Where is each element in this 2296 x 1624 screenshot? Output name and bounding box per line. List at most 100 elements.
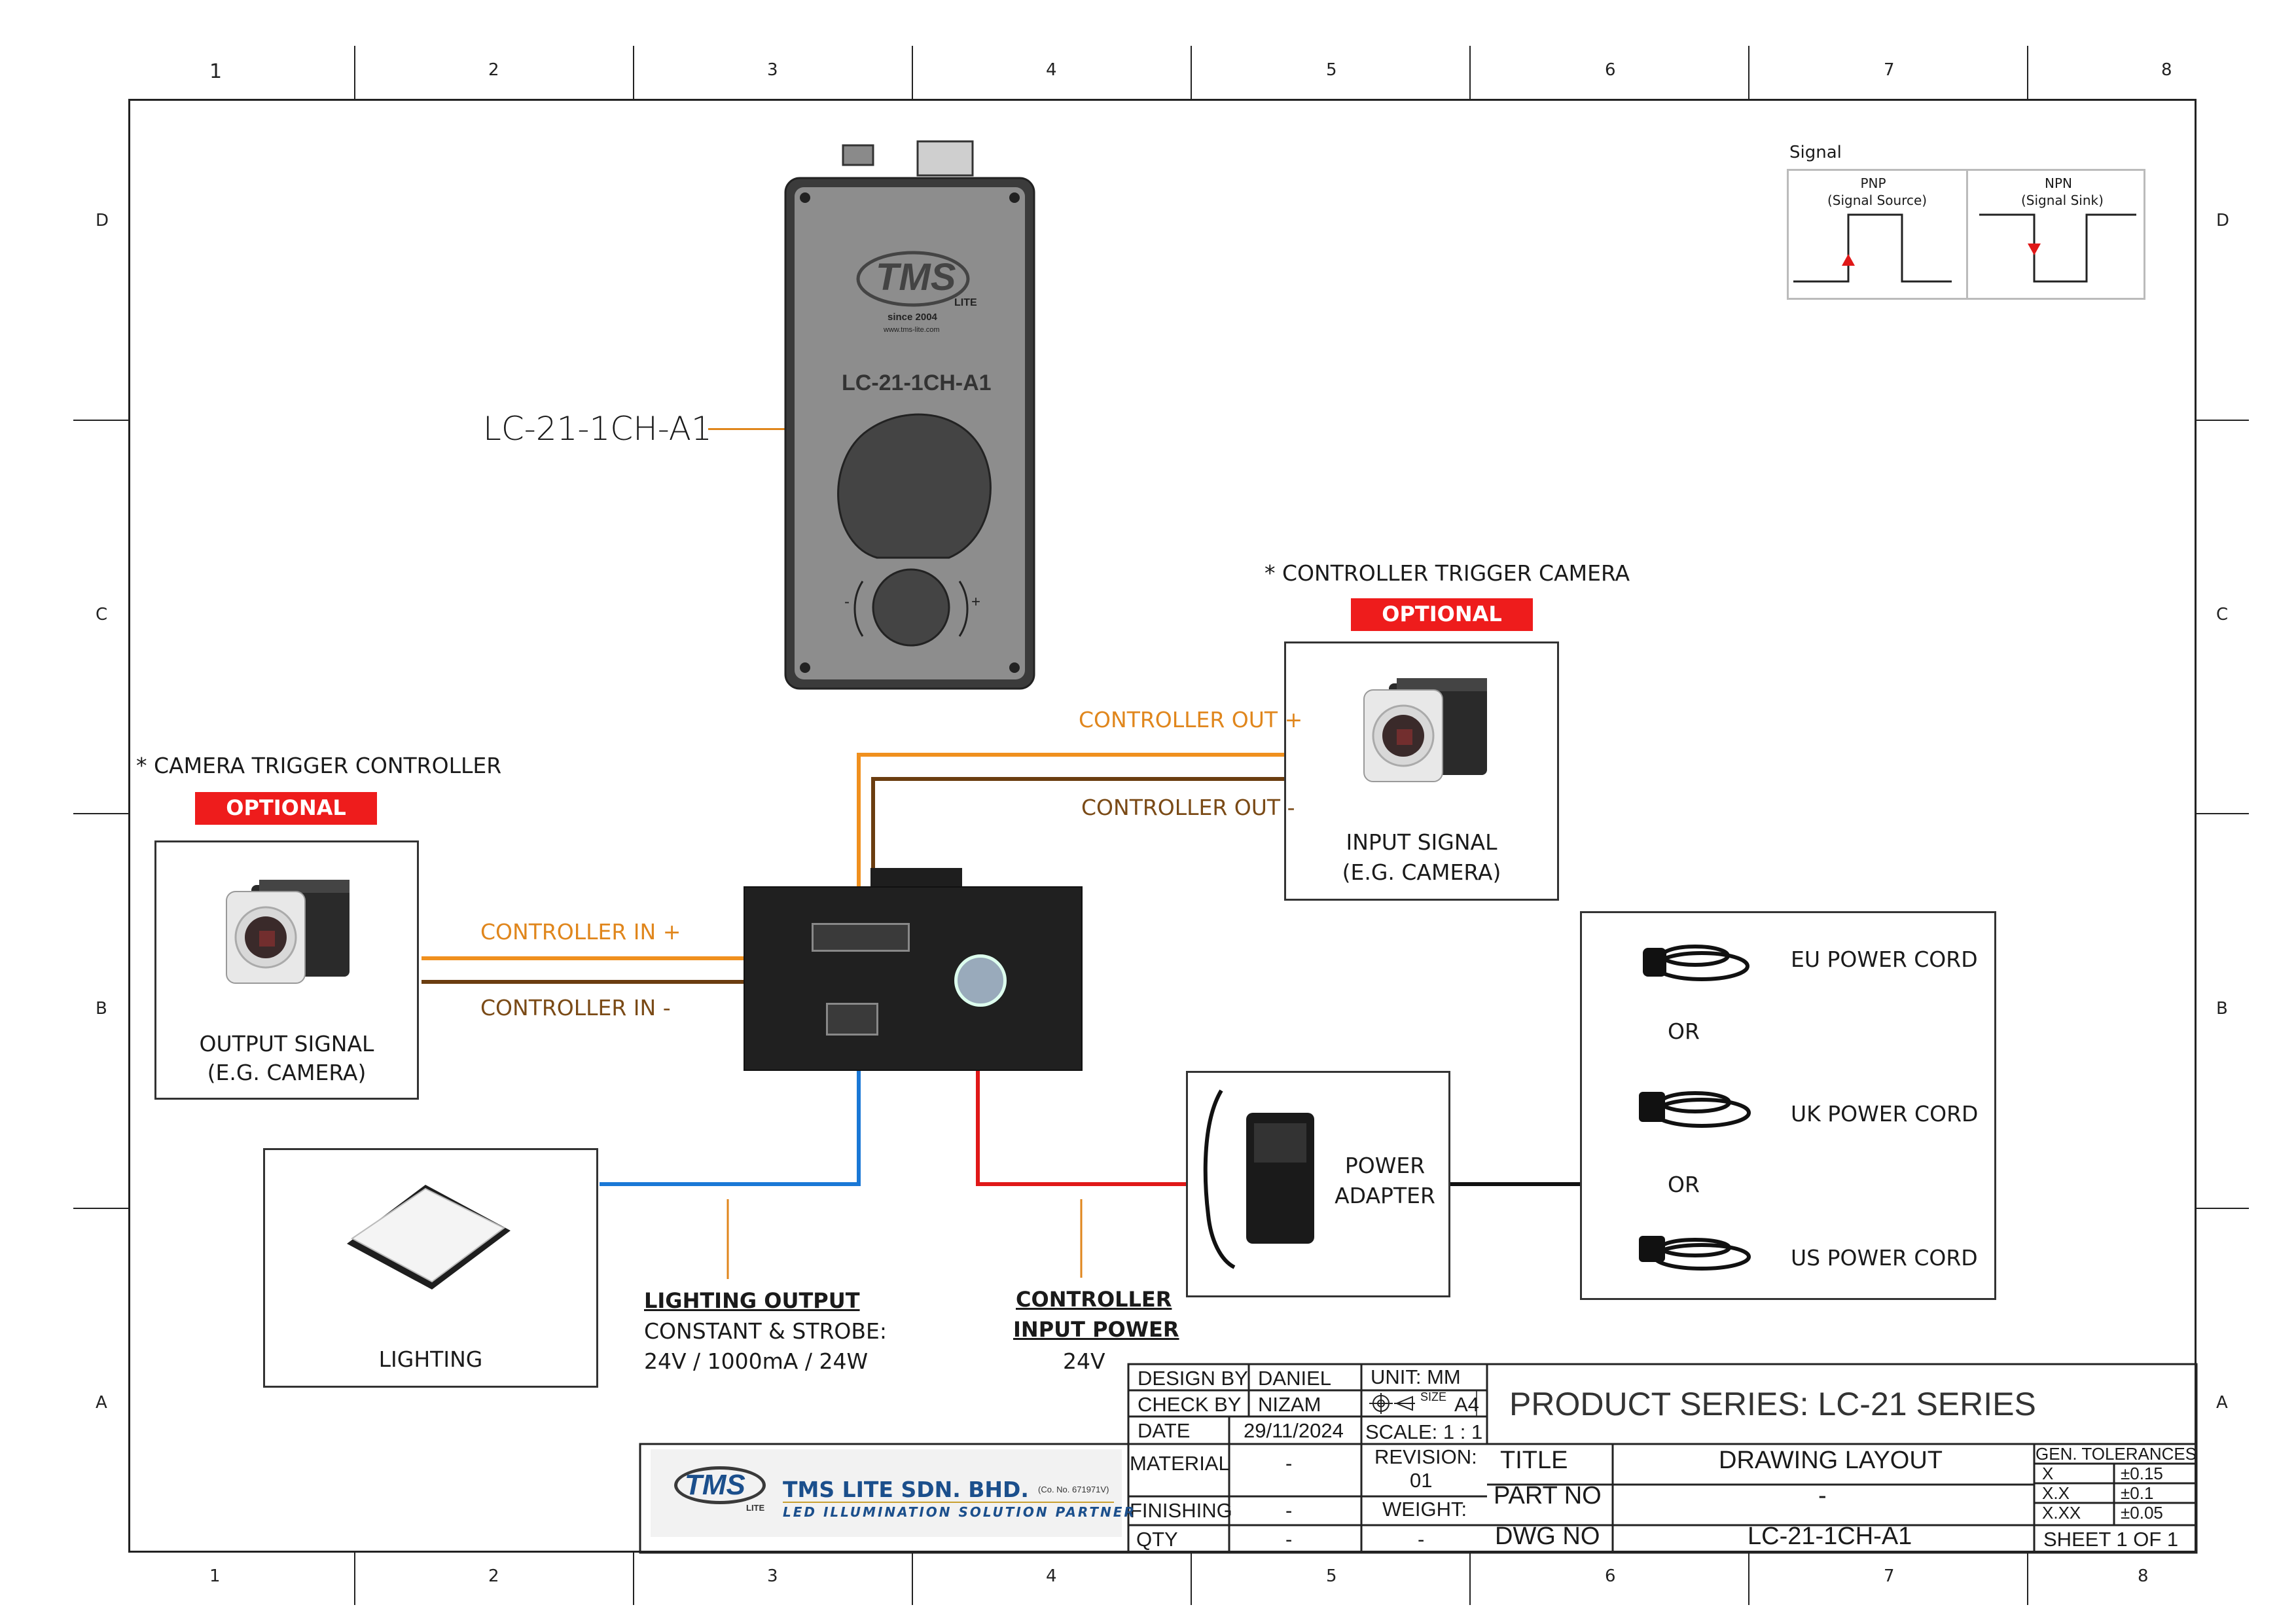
controller-in-minus-label: CONTROLLER IN - <box>480 995 671 1020</box>
tolerance-key-0: X <box>2042 1464 2054 1483</box>
col-label-bottom-6: 6 <box>1605 1566 1616 1586</box>
dwg-no-value: LC-21-1CH-A1 <box>1748 1523 1912 1550</box>
tolerance-value-0: ±0.15 <box>2121 1464 2163 1483</box>
gen-tolerances-label: GEN. TOLERANCES <box>2036 1444 2197 1464</box>
part-no-value: - <box>1818 1482 1827 1509</box>
us-power-cord-label: US POWER CORD <box>1791 1245 1978 1271</box>
pnp-waveform <box>1793 213 1952 283</box>
date-label: DATE <box>1138 1419 1191 1442</box>
top-connector-round <box>842 144 874 166</box>
front-logo: TMS <box>876 256 956 298</box>
power-adapter-icon <box>1203 1089 1314 1269</box>
signal-legend-title: Signal <box>1789 143 1842 162</box>
power-jack <box>954 954 1007 1007</box>
col-label-top-7: 7 <box>1884 60 1895 80</box>
input-power-title-2: INPUT POWER <box>1013 1317 1179 1342</box>
lighting-output-line2: 24V / 1000mA / 24W <box>644 1348 869 1374</box>
company-tagline: LED ILLUMINATION SOLUTION PARTNER <box>783 1504 1136 1520</box>
date-value: 29/11/2024 <box>1244 1419 1344 1442</box>
wire-controller-out-plus <box>857 753 1287 937</box>
input-camera-caption-1: INPUT SIGNAL <box>1346 829 1498 855</box>
lighting-output-title: LIGHTING OUTPUT <box>644 1288 860 1313</box>
qty-label: QTY <box>1136 1528 1178 1551</box>
revision-label: REVISION: <box>1374 1445 1477 1468</box>
col-label-top-1: 1 <box>209 60 223 83</box>
uk-plug-icon <box>1639 1092 1665 1122</box>
front-since: since 2004 <box>888 312 937 323</box>
top-connector-plug <box>916 140 974 177</box>
front-model: LC-21-1CH-A1 <box>842 370 992 395</box>
material-value: - <box>1285 1452 1293 1475</box>
input-power-value: 24V <box>1063 1348 1105 1374</box>
weight-label: WEIGHT: <box>1382 1498 1467 1521</box>
controller-trigger-camera-note: * CONTROLLER TRIGGER CAMERA <box>1265 560 1630 586</box>
npn-label: NPN <box>2045 175 2072 191</box>
col-label-bottom-3: 3 <box>767 1566 778 1586</box>
finishing-label: FINISHING <box>1130 1499 1232 1522</box>
controller-out-minus-label: CONTROLLER OUT - <box>1081 795 1295 820</box>
weight-value: - <box>1418 1528 1425 1551</box>
wire-lighting-output <box>600 1028 861 1186</box>
power-adapter-box <box>1186 1071 1450 1297</box>
company-name: TMS LITE SDN. BHD. <box>783 1477 1029 1502</box>
lighting-output-line1: CONSTANT & STROBE: <box>644 1318 887 1344</box>
camera-icon <box>226 880 350 984</box>
controller-model-leader <box>708 428 787 430</box>
or-label-1: OR <box>1668 1019 1700 1044</box>
col-label-bottom-4: 4 <box>1046 1566 1057 1586</box>
row-label-right-d: D <box>2216 211 2230 230</box>
col-label-bottom-5: 5 <box>1326 1566 1337 1586</box>
col-label-top-2: 2 <box>488 60 499 80</box>
signal-waveforms <box>1793 213 2136 283</box>
pnp-label: PNP <box>1860 175 1886 191</box>
eu-plug-icon <box>1643 948 1666 977</box>
row-label-left-c: C <box>96 605 108 624</box>
size-value: A4 <box>1454 1393 1479 1416</box>
optional-badge-right: OPTIONAL <box>1351 598 1533 631</box>
knob-plus: + <box>971 593 981 611</box>
lighting-caption: LIGHTING <box>378 1346 483 1372</box>
col-label-top-4: 4 <box>1046 60 1057 80</box>
tolerance-value-1: ±0.1 <box>2121 1483 2154 1503</box>
sheet-value: SHEET 1 OF 1 <box>2043 1528 2179 1551</box>
projection-symbol-icon <box>1369 1393 1415 1414</box>
front-logo-sub: LITE <box>954 297 977 308</box>
design-by-label: DESIGN BY <box>1138 1367 1248 1390</box>
controller-enclosure <box>784 140 1035 690</box>
scale-value: SCALE: 1 : 1 <box>1365 1420 1483 1443</box>
controller-top-body <box>744 886 1083 1071</box>
col-label-bottom-2: 2 <box>488 1566 499 1586</box>
signal-connector <box>812 923 910 952</box>
us-plug-icon <box>1639 1236 1665 1262</box>
company-underline <box>783 1502 1114 1503</box>
finishing-value: - <box>1285 1499 1293 1522</box>
title-value: DRAWING LAYOUT <box>1719 1447 1943 1474</box>
check-by-label: CHECK BY <box>1138 1393 1242 1416</box>
col-label-top-5: 5 <box>1326 60 1337 80</box>
title-label: TITLE <box>1500 1447 1568 1474</box>
controller-model-label: LC-21-1CH-A1 <box>483 410 712 448</box>
unit-value: UNIT: MM <box>1371 1365 1461 1388</box>
company-logo-ring-icon <box>674 1466 766 1504</box>
company-logo: TMS <box>685 1469 745 1501</box>
lighting-connector <box>826 1003 878 1036</box>
revision-value: 01 <box>1410 1469 1433 1492</box>
size-label: SIZE <box>1420 1390 1447 1403</box>
check-by-value: NIZAM <box>1258 1393 1321 1416</box>
col-label-top-3: 3 <box>767 60 778 80</box>
qty-value: - <box>1285 1528 1293 1551</box>
uk-power-cord-label: UK POWER CORD <box>1791 1101 1979 1127</box>
pnp-sublabel: (Signal Source) <box>1827 192 1928 208</box>
col-label-top-6: 6 <box>1605 60 1616 80</box>
row-label-left-a: A <box>96 1393 107 1413</box>
row-label-right-c: C <box>2216 605 2229 624</box>
dwg-no-label: DWG NO <box>1495 1523 1600 1550</box>
col-label-bottom-8: 8 <box>2138 1566 2149 1586</box>
input-camera-caption-2: (E.G. CAMERA) <box>1342 859 1501 885</box>
row-label-left-d: D <box>96 211 109 230</box>
front-web: www.tms-lite.com <box>884 326 940 334</box>
company-reg: (Co. No. 671971V) <box>1038 1485 1109 1494</box>
controller-top-lid <box>870 868 962 888</box>
or-label-2: OR <box>1668 1172 1700 1197</box>
